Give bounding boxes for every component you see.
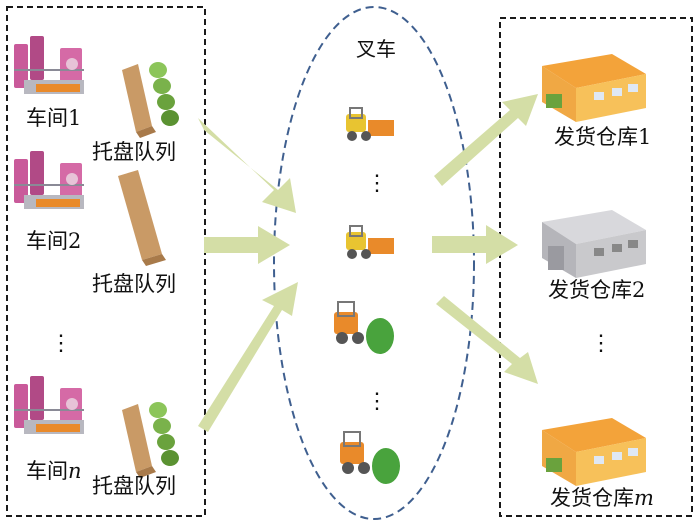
warehouse-2-label: 发货仓库2 [548, 278, 645, 302]
workshop-1-queue-label: 托盘队列 [92, 140, 176, 164]
forklift-pool-title: 叉车 [356, 37, 396, 61]
arrow-forklifts-to-warehouse2 [432, 225, 518, 264]
workshop-machine-icon [14, 376, 84, 434]
warehouse-group-box [499, 17, 693, 517]
workshop-group-box [6, 6, 206, 517]
workshop-machine-icon [14, 151, 84, 209]
forklift-icon [340, 431, 400, 484]
forklift-icon [346, 107, 394, 141]
forklift-ellipsis: ⋮ [366, 389, 388, 414]
workshop-n-queue-label: 托盘队列 [92, 474, 176, 498]
workshop-ellipsis: ⋮ [50, 331, 72, 356]
workshop-2-queue-label: 托盘队列 [92, 272, 176, 296]
forklift-icon [346, 225, 394, 259]
warehouse-ellipsis: ⋮ [590, 331, 612, 356]
pallet-queue-icon [118, 170, 166, 266]
warehouse-icon [542, 210, 646, 278]
forklift-pool-ellipse [273, 6, 475, 520]
warehouse-1-label: 发货仓库1 [554, 125, 651, 149]
pallet-queue-icon [122, 62, 179, 138]
arrow-workshopn-to-forklifts [198, 282, 298, 432]
forklift-icon [334, 301, 394, 354]
arrow-forklifts-to-warehousem [436, 296, 538, 384]
forklift-ellipsis: ⋮ [366, 171, 388, 196]
workshop-machine-icon [14, 36, 84, 94]
pallet-queue-icon [122, 402, 179, 478]
arrow-workshop1-to-forklifts [198, 118, 296, 213]
warehouse-icon [542, 418, 646, 486]
warehouse-icon [542, 54, 646, 122]
warehouse-m-label: 发货仓库m [550, 486, 654, 510]
arrow-workshop2-to-forklifts [204, 226, 290, 264]
workshop-2-label: 车间2 [26, 229, 81, 253]
arrow-forklifts-to-warehouse1 [434, 94, 538, 186]
workshop-n-label: 车间n [26, 459, 82, 483]
workshop-1-label: 车间1 [26, 106, 81, 130]
